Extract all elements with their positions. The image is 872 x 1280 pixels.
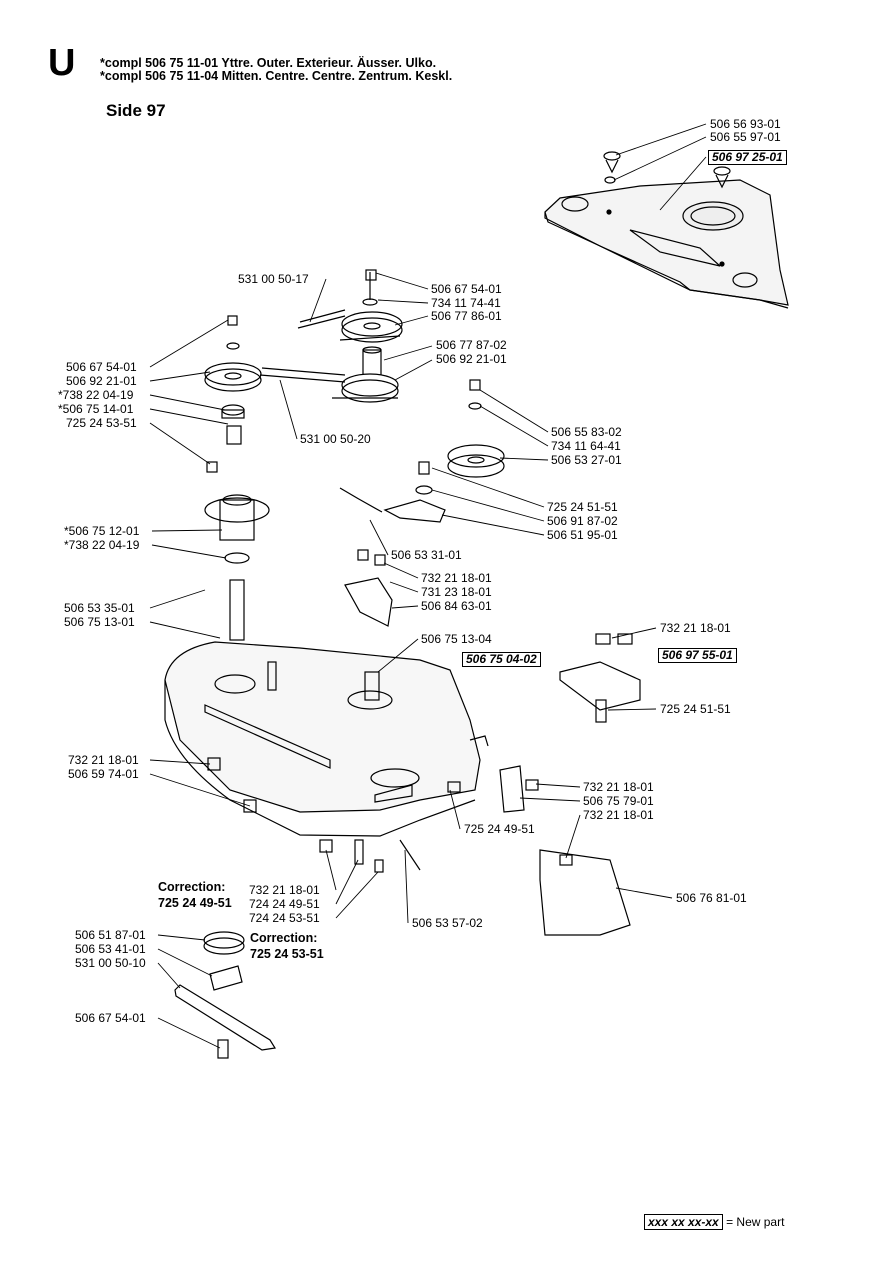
- callout-label: 506 59 74-01: [68, 767, 139, 781]
- callout-label: 732 21 18-01: [249, 883, 320, 897]
- callout-label: 506 51 95-01: [547, 528, 618, 542]
- left-pulley: [204, 315, 262, 392]
- callout-label-new-part: 506 97 25-01: [708, 150, 787, 165]
- correction-part: 725 24 49-51: [158, 896, 232, 910]
- callout-label: 506 77 87-02: [436, 338, 507, 352]
- leader-lines: [149, 123, 707, 1049]
- callout-label: 506 77 86-01: [431, 309, 502, 323]
- callout-label: 732 21 18-01: [583, 808, 654, 822]
- bolt-left: [206, 461, 218, 473]
- belt-guide: [344, 549, 393, 627]
- callout-label: 506 51 87-01: [75, 928, 146, 942]
- tension-spring: [339, 487, 383, 513]
- callout-label: 724 24 53-51: [249, 911, 320, 925]
- legend-text: = New part: [726, 1215, 785, 1229]
- header-line-outer: *compl 506 75 11-01 Yttre. Outer. Exteri…: [100, 56, 437, 70]
- center-lower-pulley: [341, 373, 399, 403]
- callout-label: 506 92 21-01: [436, 352, 507, 366]
- callout-label: 732 21 18-01: [583, 780, 654, 794]
- callout-label: 506 53 35-01: [64, 601, 135, 615]
- callout-label: 506 75 13-01: [64, 615, 135, 629]
- discharge-deflector: [539, 849, 631, 936]
- callout-label: 725 24 53-51: [66, 416, 137, 430]
- blade-assembly: [174, 931, 276, 1059]
- callout-label: 506 67 54-01: [66, 360, 137, 374]
- correction-part: 725 24 53-51: [250, 947, 324, 961]
- idler-arm: [383, 461, 446, 523]
- callout-label: 732 21 18-01: [421, 571, 492, 585]
- center-pulley: [341, 269, 403, 343]
- callout-label: 725 24 49-51: [464, 822, 535, 836]
- header-line-centre: *compl 506 75 11-04 Mitten. Centre. Cent…: [100, 69, 453, 83]
- correction-note-1: Correction: 725 24 49-51: [158, 879, 232, 911]
- left-bearing: [221, 404, 245, 445]
- callout-label: 724 24 49-51: [249, 897, 320, 911]
- callout-label: 506 53 31-01: [391, 548, 462, 562]
- callout-label: 506 67 54-01: [431, 282, 502, 296]
- idler-pulley: [447, 444, 505, 478]
- drive-belt: [259, 309, 401, 399]
- callout-label: *506 75 14-01: [58, 402, 134, 416]
- idler-bolt: [468, 379, 482, 410]
- deck-hardware: [207, 757, 461, 873]
- callout-label-new-part: 506 75 04-02: [462, 652, 541, 667]
- right-bracket: [559, 633, 641, 723]
- correction-heading: Correction:: [158, 880, 226, 894]
- callout-label: 732 21 18-01: [660, 621, 731, 635]
- callout-label: 531 00 50-20: [300, 432, 371, 446]
- callout-label: 506 55 97-01: [710, 130, 781, 144]
- mower-deck: [164, 641, 489, 837]
- header-assembly-lines: *compl 506 75 11-01 Yttre. Outer. Exteri…: [100, 57, 452, 83]
- callout-label: 506 84 63-01: [421, 599, 492, 613]
- correction-note-2: Correction: 725 24 53-51: [250, 930, 324, 962]
- callout-label: 506 55 83-02: [551, 425, 622, 439]
- callout-label: 531 00 50-17: [238, 272, 309, 286]
- side-bracket: [499, 765, 539, 813]
- callout-label: 725 24 51-51: [660, 702, 731, 716]
- callout-label: 506 53 41-01: [75, 942, 146, 956]
- callout-label: 734 11 64-41: [551, 439, 621, 453]
- callout-label: 506 92 21-01: [66, 374, 137, 388]
- callout-label: 734 11 74-41: [431, 296, 501, 310]
- left-spindle-housing: [204, 494, 270, 641]
- page-side-title: Side 97: [106, 101, 166, 120]
- callout-label: 506 53 57-02: [412, 916, 483, 930]
- callout-label: 531 00 50-10: [75, 956, 146, 970]
- callout-label: 506 56 93-01: [710, 117, 781, 131]
- callout-label: 506 53 27-01: [551, 453, 622, 467]
- cover-knob-right: [713, 166, 731, 189]
- callout-label-new-part: 506 97 55-01: [658, 648, 737, 663]
- callout-label: 731 23 18-01: [421, 585, 492, 599]
- callout-label: *506 75 12-01: [64, 524, 140, 538]
- legend-code-box: xxx xx xx-xx: [644, 1214, 723, 1230]
- callout-label: 506 75 13-04: [421, 632, 492, 646]
- callout-label: *738 22 04-19: [64, 538, 140, 552]
- center-spacer: [362, 346, 382, 379]
- callout-label: 506 76 81-01: [676, 891, 747, 905]
- belt-cover-plate: [544, 179, 789, 309]
- callout-label: 506 75 79-01: [583, 794, 654, 808]
- callout-label: *738 22 04-19: [58, 388, 134, 402]
- section-letter: U: [48, 42, 76, 84]
- callout-label: 506 67 54-01: [75, 1011, 146, 1025]
- new-part-legend: xxx xx xx-xx = New part: [644, 1214, 785, 1230]
- callout-label: 506 91 87-02: [547, 514, 618, 528]
- correction-heading: Correction:: [250, 931, 318, 945]
- callout-label: 725 24 51-51: [547, 500, 618, 514]
- callout-label: 732 21 18-01: [68, 753, 139, 767]
